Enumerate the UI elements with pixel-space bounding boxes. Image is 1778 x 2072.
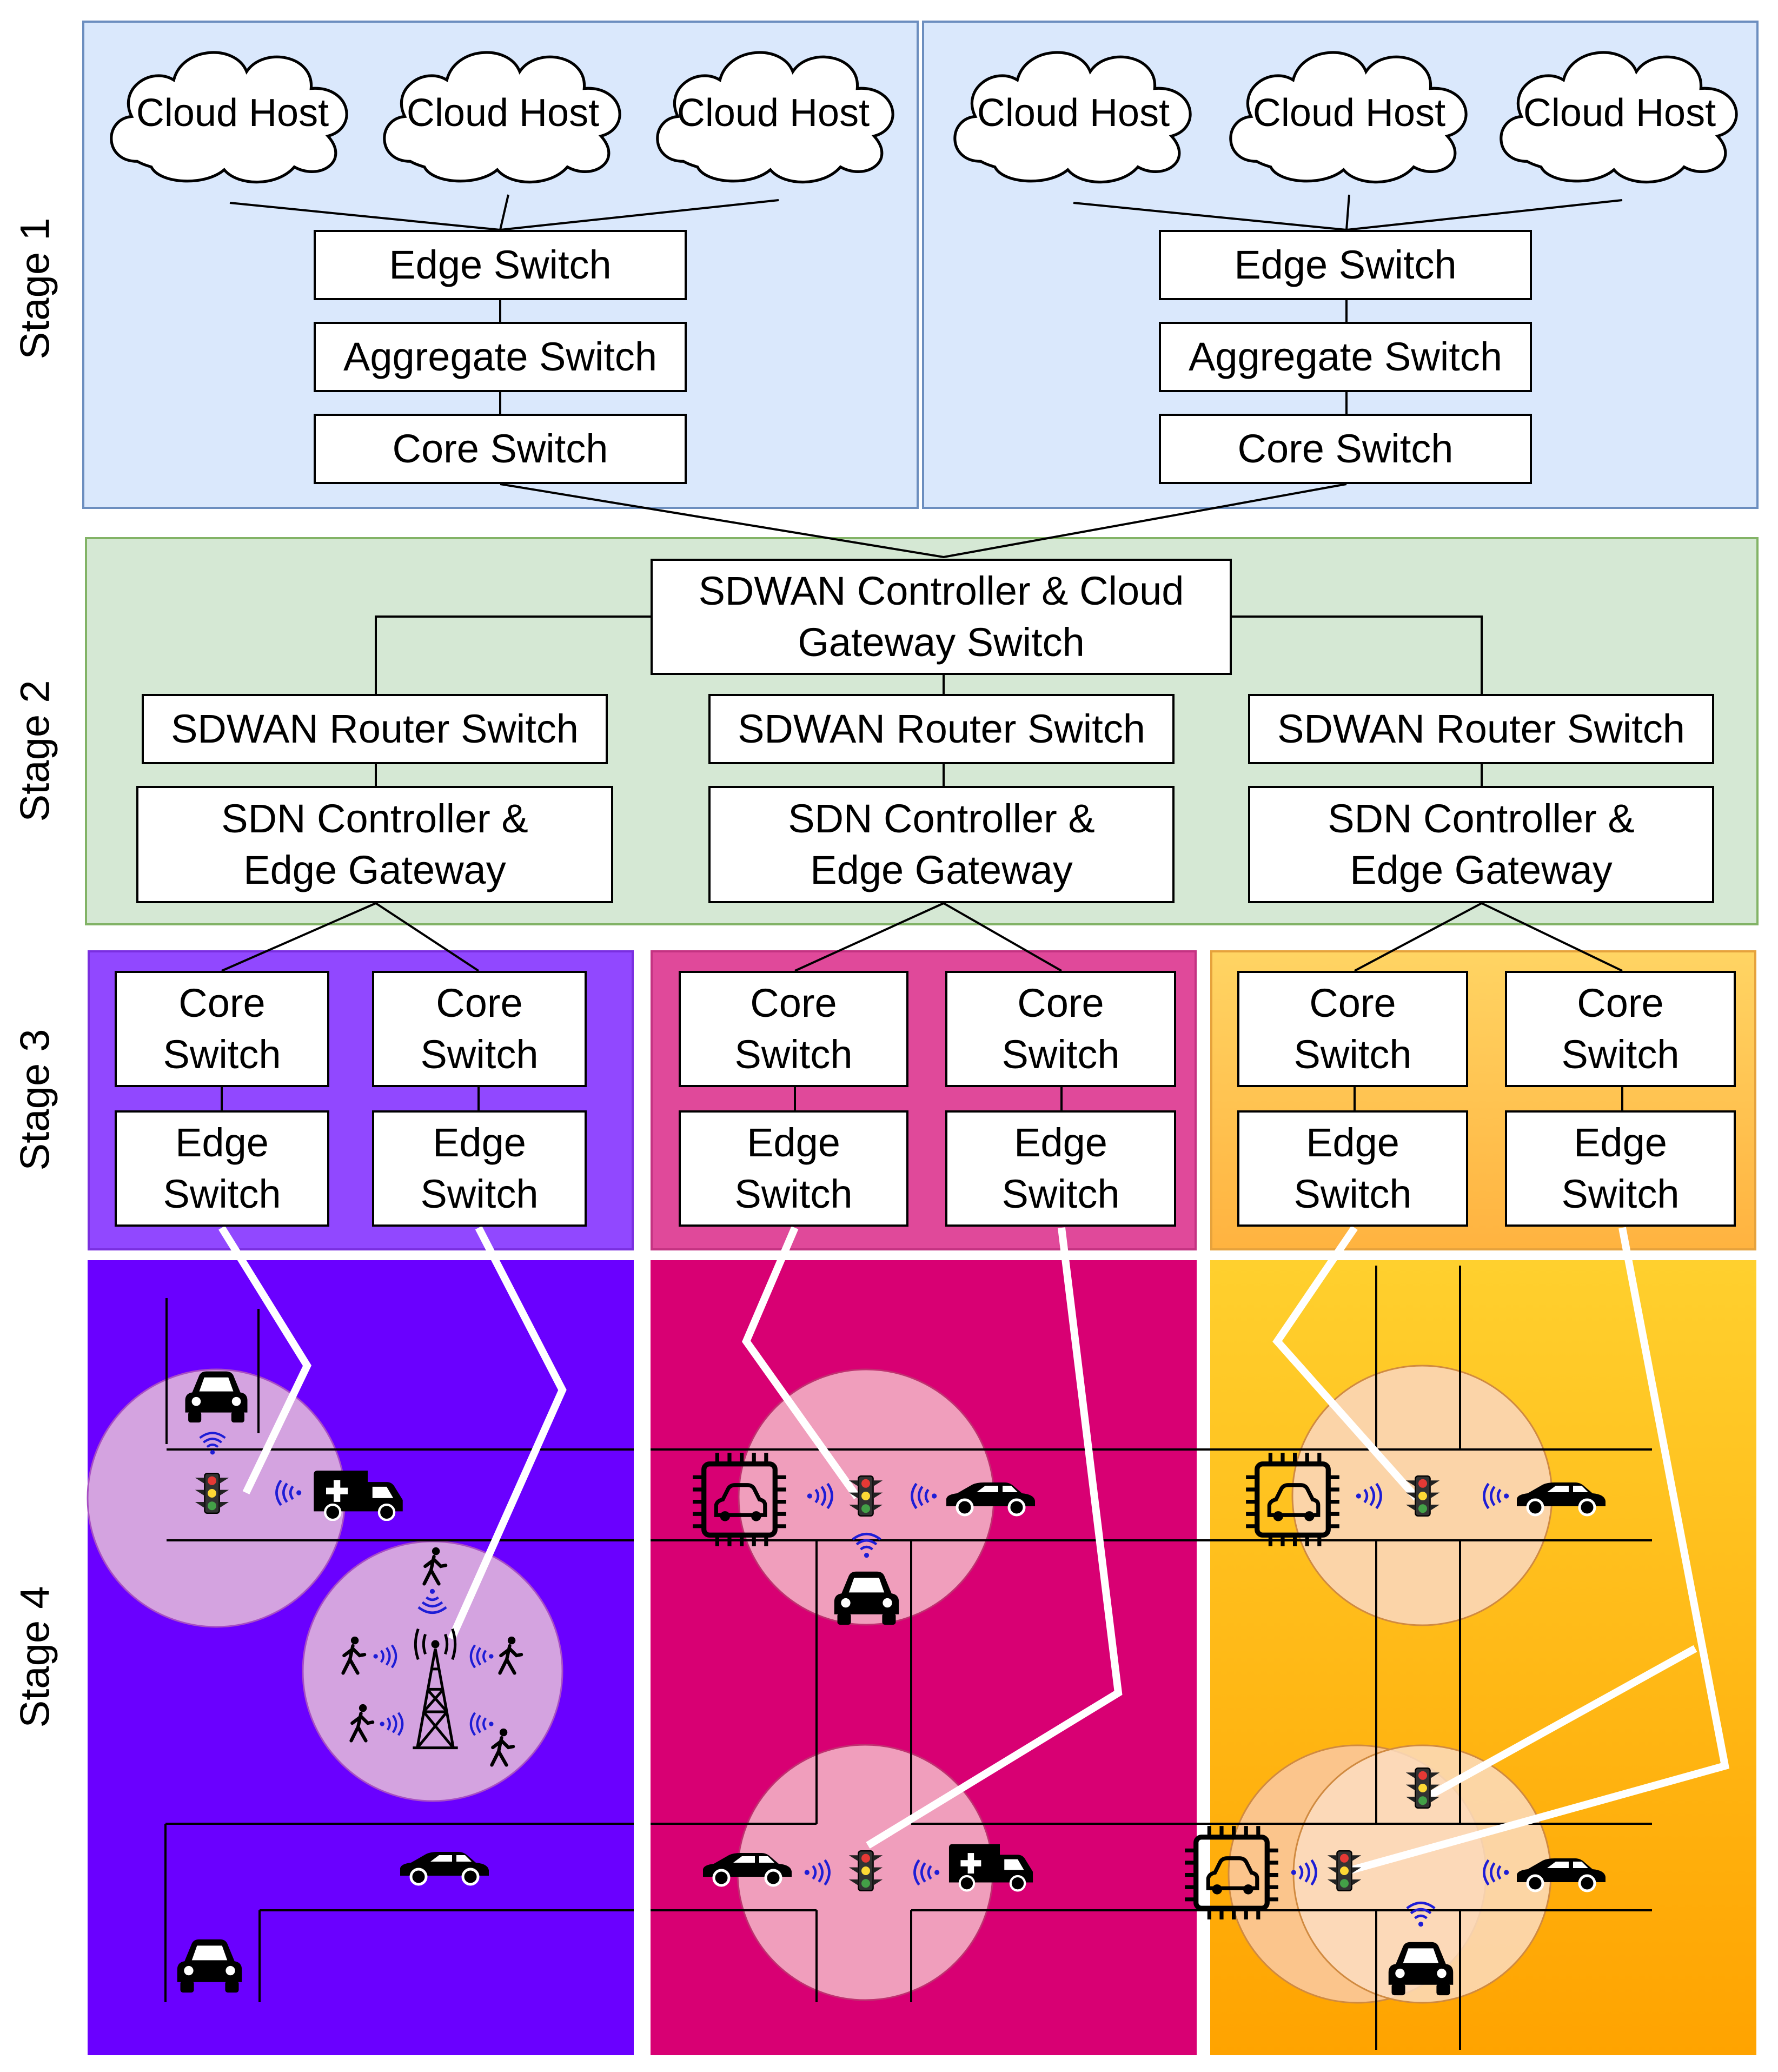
car-icon [177,1939,242,1993]
cloud-host-label: Cloud Host [406,91,600,135]
coverage-areas [87,1365,1553,2004]
cloud-host-label: Cloud Host [1252,91,1446,135]
uplink-lines [218,1226,1730,1875]
cloud-host-icons [111,52,1736,182]
car-icon [400,1852,489,1884]
stage3-edge-switch[interactable]: Edge Switch [945,1110,1176,1227]
stage3-edge-switch[interactable]: Edge Switch [1505,1110,1736,1227]
stage3-edge-switch[interactable]: Edge Switch [115,1110,329,1227]
stage3-core-switch[interactable]: Core Switch [945,971,1176,1087]
stage1-left-edge-switch[interactable]: Edge Switch [314,230,687,300]
sdwan-router-switch-2[interactable]: SDWAN Router Switch [708,694,1175,764]
ambulance-icon [314,1471,403,1520]
sdwan-router-switch-1[interactable]: SDWAN Router Switch [142,694,608,764]
sdn-edge-gateway-3[interactable]: SDN Controller & Edge Gateway [1248,786,1714,903]
stage3-core-switch[interactable]: Core Switch [1505,971,1736,1087]
sdwan-controller-gateway[interactable]: SDWAN Controller & Cloud Gateway Switch [651,559,1232,675]
stage1-right-edge-switch[interactable]: Edge Switch [1159,230,1532,300]
connector-lines [221,194,1623,1110]
stage3-edge-switch[interactable]: Edge Switch [1237,1110,1468,1227]
stage3-core-switch[interactable]: Core Switch [679,971,908,1087]
stage1-right-core-switch[interactable]: Core Switch [1159,414,1532,484]
sdn-edge-gateway-2[interactable]: SDN Controller & Edge Gateway [708,786,1175,903]
cloud-host-label: Cloud Host [136,91,329,135]
stage3-edge-switch[interactable]: Edge Switch [372,1110,587,1227]
stage3-core-switch[interactable]: Core Switch [372,971,587,1087]
sdn-edge-gateway-1[interactable]: SDN Controller & Edge Gateway [136,786,613,903]
road-lines [164,1266,1652,2050]
stage3-core-switch[interactable]: Core Switch [115,971,329,1087]
stage1-right-aggregate-switch[interactable]: Aggregate Switch [1159,322,1532,392]
sdwan-router-switch-3[interactable]: SDWAN Router Switch [1248,694,1714,764]
stage3-core-switch[interactable]: Core Switch [1237,971,1468,1087]
cloud-host-label: Cloud Host [676,91,870,135]
cloud-host-label: Cloud Host [1523,91,1716,135]
stage3-edge-switch[interactable]: Edge Switch [679,1110,908,1227]
stage1-left-aggregate-switch[interactable]: Aggregate Switch [314,322,687,392]
stage1-left-core-switch[interactable]: Core Switch [314,414,687,484]
cloud-host-label: Cloud Host [977,91,1170,135]
